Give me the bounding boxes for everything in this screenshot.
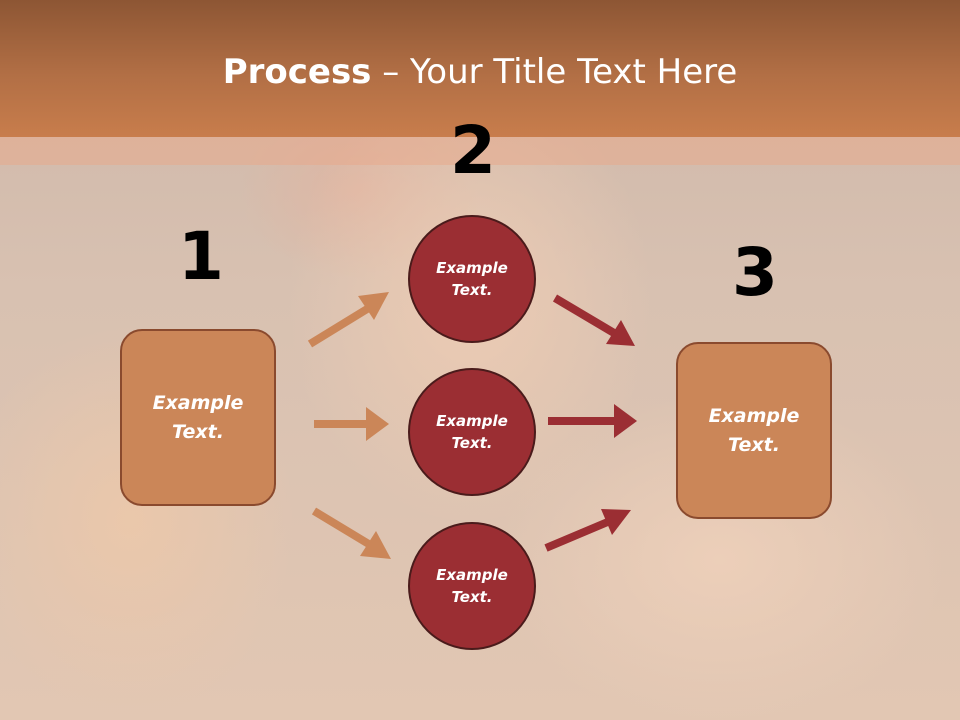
- circle-top: Example Text.: [408, 215, 536, 343]
- arrow-left-to-middle: [314, 407, 389, 441]
- left-box: Example Text.: [120, 329, 276, 506]
- step-number-2: 2: [450, 112, 496, 189]
- circle-top-text: Example Text.: [436, 258, 508, 300]
- arrow-bottom-to-right: [544, 509, 631, 552]
- arrow-left-to-top: [307, 292, 389, 348]
- header-bar: [0, 0, 960, 137]
- step-number-1: 1: [178, 218, 224, 295]
- circle-bottom: Example Text.: [408, 522, 536, 650]
- arrow-top-to-right: [552, 294, 635, 346]
- title-rest: – Your Title Text Here: [371, 52, 738, 92]
- circle-bottom-text: Example Text.: [436, 565, 508, 607]
- arrow-middle-to-right: [548, 404, 637, 438]
- header-strip: [0, 137, 960, 165]
- slide-title: Process – Your Title Text Here: [0, 52, 960, 92]
- left-box-text: Example Text.: [152, 392, 244, 443]
- right-box: Example Text.: [676, 342, 832, 519]
- right-box-text: Example Text.: [708, 405, 800, 456]
- arrow-left-to-bottom: [311, 507, 391, 559]
- title-bold: Process: [222, 52, 372, 92]
- circle-middle-text: Example Text.: [436, 411, 508, 453]
- circle-middle: Example Text.: [408, 368, 536, 496]
- step-number-3: 3: [732, 234, 778, 311]
